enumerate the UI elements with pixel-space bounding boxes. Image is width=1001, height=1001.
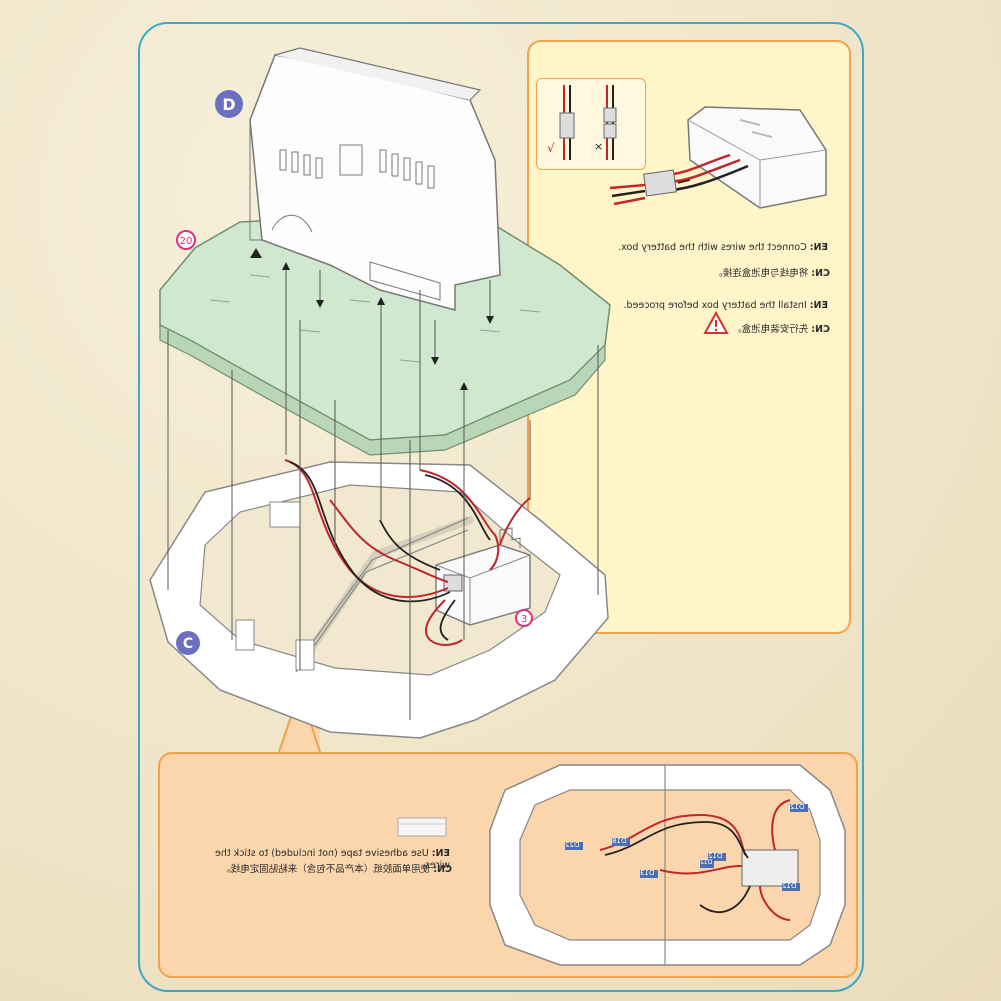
badge-c	[176, 631, 200, 655]
code-tag-d13	[640, 870, 658, 878]
install-note-cn: CN: 先行安装电池盒。	[732, 324, 830, 335]
connect-note-cn: CN: 将电线与电池盒连接。	[713, 268, 830, 279]
ok-mark: √	[547, 141, 555, 155]
battery-wires	[609, 153, 749, 206]
wire-connector-ok	[559, 85, 575, 160]
base-frame-c	[149, 461, 609, 739]
battery-box-icon	[687, 106, 827, 209]
wire-connection-inset	[536, 78, 646, 170]
code-tag-d12a	[708, 853, 726, 861]
guide-lines	[167, 265, 599, 720]
wire-connector-wrong	[603, 85, 617, 160]
code-tag-d12c	[782, 883, 800, 891]
install-note-en: EN: Install the battery box before proce…	[623, 300, 829, 311]
code-tag-d18	[612, 838, 630, 846]
code-tag-d22	[565, 842, 583, 850]
warning-icon	[703, 310, 729, 334]
part-code-4: D12	[790, 803, 805, 811]
part-code-0: D22	[565, 841, 580, 849]
badge-20	[176, 230, 196, 250]
part-code-1: D18	[612, 837, 627, 845]
castle-wall-d	[249, 47, 501, 311]
code-tag-d12b	[790, 804, 808, 812]
tape-note-cn: CN: 使用单面胶纸（本产品不包含）来粘贴固定电线。	[221, 864, 452, 875]
wired-base-topview	[489, 764, 846, 966]
part-code-2: D13	[640, 869, 655, 877]
adhesive-tape-icon	[397, 817, 447, 837]
badge-3-label: 3	[521, 614, 527, 625]
part-code-5: D12	[782, 882, 797, 890]
assembly-wires	[284, 459, 531, 646]
connect-note-en: EN: Connect the wires with the battery b…	[618, 242, 828, 253]
part-code-6: D12	[700, 859, 713, 866]
no-mark: ×	[594, 140, 603, 153]
badge-c-label: C	[183, 636, 193, 652]
badge-d	[215, 90, 243, 118]
badge-20-label: 20	[180, 236, 193, 247]
code-tag-d12d	[700, 860, 714, 868]
guide-arrows	[250, 248, 494, 390]
badge-3	[515, 609, 533, 627]
badge-d-label: D	[222, 95, 235, 114]
page-frame	[138, 22, 864, 992]
